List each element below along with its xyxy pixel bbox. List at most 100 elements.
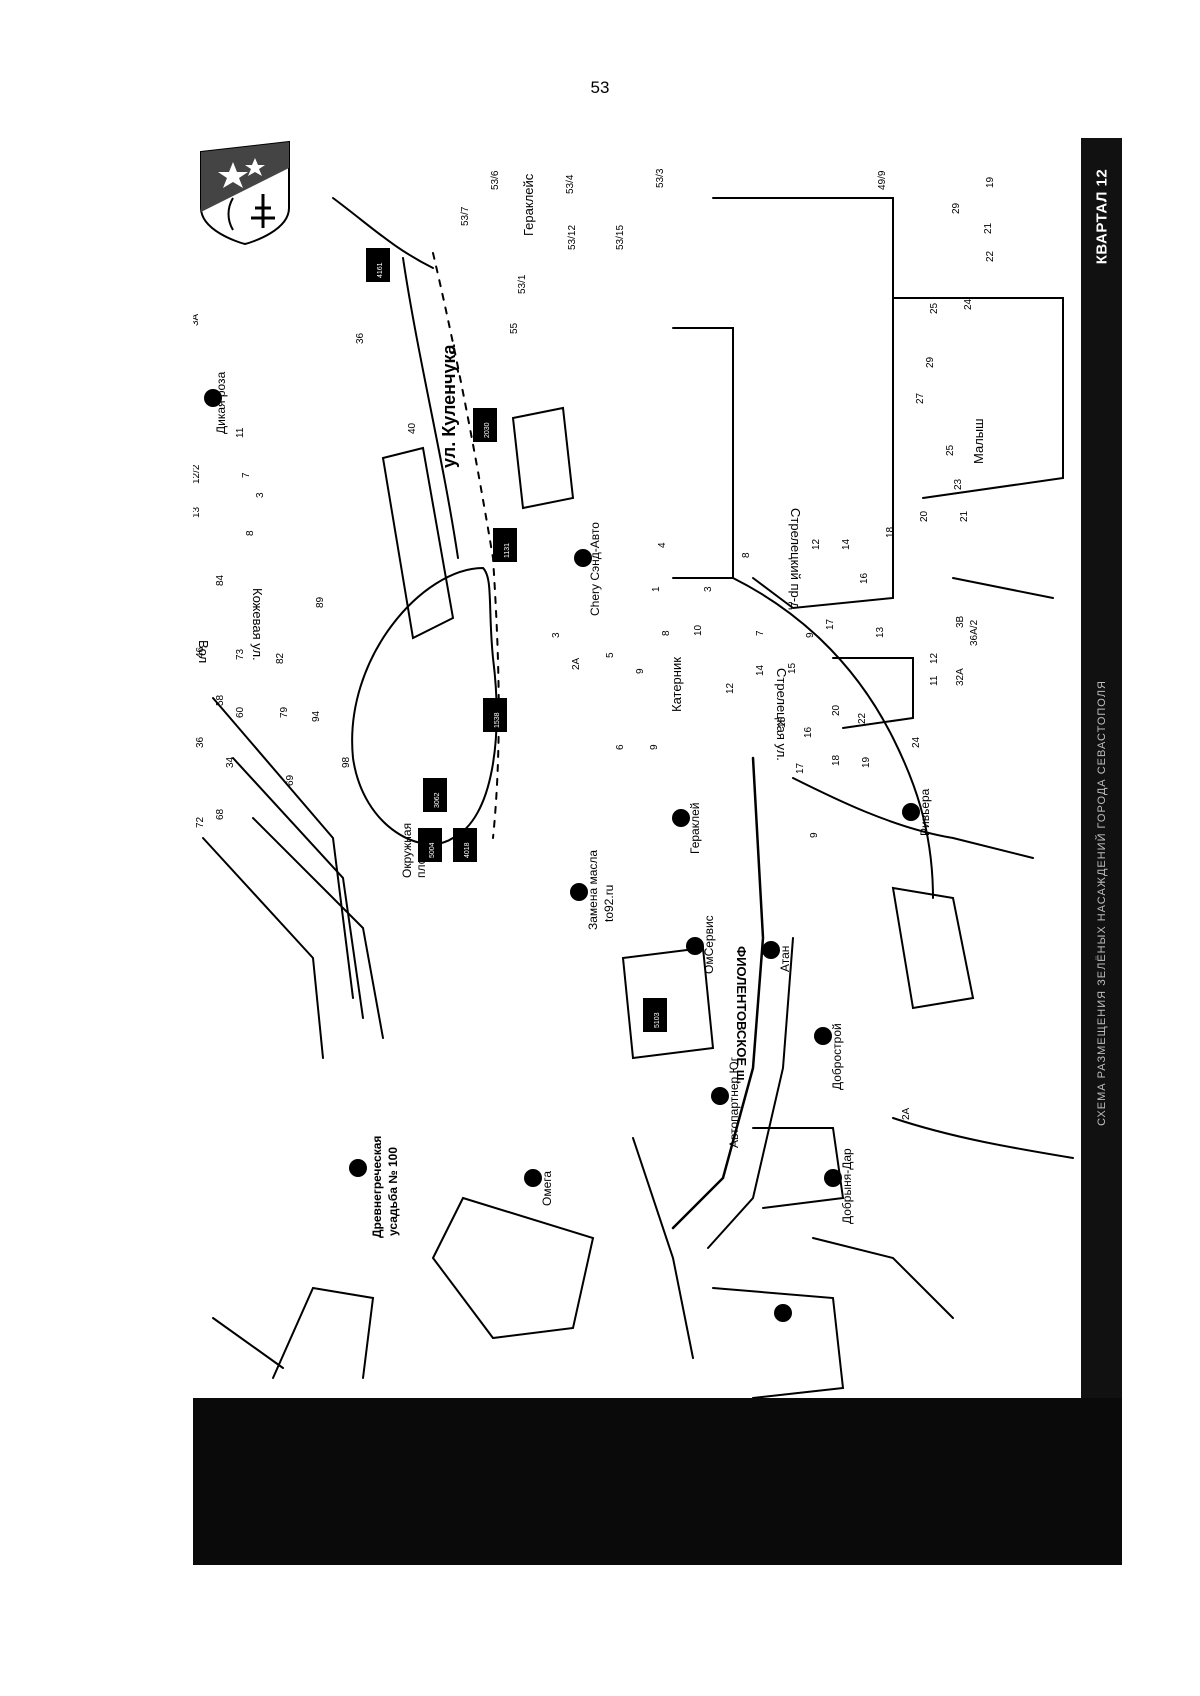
house-number: 5 xyxy=(605,652,616,658)
poi-okruzhnaya-label-1: Окружная xyxy=(400,823,414,878)
house-number: 36 xyxy=(195,736,206,748)
poi-avtopartner-icon[interactable] xyxy=(711,1087,729,1105)
marker-code: 5004 xyxy=(429,842,436,858)
map-marker[interactable]: 3062 xyxy=(423,778,447,812)
marker-code: 5103 xyxy=(654,1012,661,1028)
poi-riviera-icon[interactable] xyxy=(902,803,920,821)
house-number: 2А xyxy=(901,1107,912,1120)
house-number: 53/12 xyxy=(567,225,578,250)
map-marker[interactable]: 1131 xyxy=(493,528,517,562)
road-frag-5 xyxy=(332,197,434,269)
street-fiolentovskoe-label: ФИОЛЕНТОВСКОЕ ш. xyxy=(734,946,749,1084)
map-marker[interactable]: 1538 xyxy=(483,698,507,732)
map-marker[interactable]: 4161 xyxy=(366,248,390,282)
poi-dobrynya-icon[interactable] xyxy=(824,1169,842,1187)
map-marker[interactable]: 5103 xyxy=(643,998,667,1032)
street-streletskaya-label: Стрелецкая ул. xyxy=(774,668,789,761)
house-number: 68 xyxy=(215,808,226,820)
house-number: 53/1 xyxy=(517,274,528,294)
row-1 xyxy=(212,697,354,999)
map-marker[interactable]: 2030 xyxy=(473,408,497,442)
poi-atan-label: Атан xyxy=(778,946,792,972)
house-number: 29 xyxy=(925,356,936,368)
poi-extra-icon[interactable] xyxy=(774,1304,792,1322)
house-number: 18 xyxy=(885,526,896,538)
block-53 xyxy=(672,327,734,579)
road-fiolentovskoe-edge xyxy=(707,937,794,1249)
map-marker[interactable]: 4018 xyxy=(453,828,477,862)
house-number: 73 xyxy=(235,648,246,660)
row-4 xyxy=(202,837,324,1059)
house-number: 72 xyxy=(195,816,206,828)
poi-omservis-icon[interactable] xyxy=(686,937,704,955)
house-number: 9 xyxy=(635,668,646,674)
house-number: 89 xyxy=(315,596,326,608)
poi-zamena-masla-label-2: to92.ru xyxy=(602,885,616,922)
house-number: 12 xyxy=(929,652,940,664)
legend-band xyxy=(193,1398,1122,1565)
house-number: 3 xyxy=(255,492,266,498)
poi-zamena-masla-icon[interactable] xyxy=(570,883,588,901)
plot-small-a xyxy=(832,657,914,729)
vertical-caption-text: СХЕМА РАЗМЕЩЕНИЯ ЗЕЛЁНЫХ НАСАЖДЕНИЙ ГОРО… xyxy=(1096,680,1109,1126)
house-number: 29 xyxy=(951,202,962,214)
poi-riviera-label: Ривьера xyxy=(918,788,932,836)
poi-dikaya-roza-icon[interactable] xyxy=(204,389,222,407)
house-number: 9 xyxy=(649,744,660,750)
poi-gerakley-label: Гераклей xyxy=(688,803,702,854)
poi-omega-label: Омега xyxy=(540,1171,554,1206)
house-number: 53/4 xyxy=(565,174,576,194)
road-frag-2 xyxy=(632,1137,694,1359)
marker-code: 4161 xyxy=(377,262,384,278)
house-number: 11 xyxy=(235,427,246,438)
poi-dobrostroy-icon[interactable] xyxy=(814,1027,832,1045)
poi-dobrynya-dar-label: Добрыня-Дар xyxy=(840,1148,854,1224)
marker-code: 1131 xyxy=(504,543,511,558)
house-number: 12/2 xyxy=(193,464,202,484)
kvartal-title: КВАРТАЛ 12 xyxy=(1086,149,1118,284)
house-number: 9 xyxy=(809,832,820,838)
marker-code: 1538 xyxy=(494,712,501,728)
street-vol-label: Вол xyxy=(196,640,211,663)
house-number: 14 xyxy=(755,664,766,676)
row-2 xyxy=(232,757,364,1019)
poi-geraklayes-label: Гераклейс xyxy=(521,173,536,236)
house-number: 94 xyxy=(311,710,322,722)
house-number: 13 xyxy=(193,506,202,518)
poi-usadba-label-2: усадьба № 100 xyxy=(386,1147,400,1236)
house-number: 69 xyxy=(285,774,296,786)
house-number: 79 xyxy=(279,706,290,718)
poi-atan-icon[interactable] xyxy=(762,941,780,959)
house-number: 16 xyxy=(859,572,870,584)
house-number: 13 xyxy=(875,626,886,638)
house-number: 8 xyxy=(245,530,256,536)
road-frag-4 xyxy=(952,577,1054,599)
road-frag-1 xyxy=(892,1117,1074,1159)
plot-gerakley xyxy=(621,946,715,1060)
road-kulenchuka-edge xyxy=(402,257,459,559)
road-fiolentovskoe xyxy=(671,756,765,1230)
house-number: 21 xyxy=(959,510,970,522)
house-number: 8 xyxy=(741,552,752,558)
house-number: 84 xyxy=(215,574,226,586)
road-streletskaya xyxy=(792,777,1034,859)
house-number: 1 xyxy=(651,586,662,592)
marker-code: 3062 xyxy=(434,792,441,808)
house-number: 22 xyxy=(985,250,996,262)
house-number: 3В xyxy=(955,615,966,628)
house-number: 25 xyxy=(929,302,940,314)
map-canvas: 4161 2030 1131 1538 3062 4018 5004 5103 xyxy=(193,168,1074,1399)
poi-malysh-label: Малыш xyxy=(971,418,986,464)
marker-group: 4161 2030 1131 1538 3062 4018 5004 5103 xyxy=(366,248,667,1032)
house-number: 8 xyxy=(661,630,672,636)
poi-usadba-icon[interactable] xyxy=(349,1159,367,1177)
poi-avtopartner-label: Автопартнер Юг xyxy=(727,1056,741,1148)
house-number: 27 xyxy=(915,392,926,404)
map-marker[interactable]: 5004 xyxy=(418,828,442,862)
house-number: 55 xyxy=(509,322,520,334)
poi-chery-icon[interactable] xyxy=(574,549,592,567)
block-36 xyxy=(381,446,455,640)
house-number: 53/3 xyxy=(655,168,666,188)
poi-omega-icon[interactable] xyxy=(524,1169,542,1187)
poi-gerakley-icon[interactable] xyxy=(672,809,690,827)
